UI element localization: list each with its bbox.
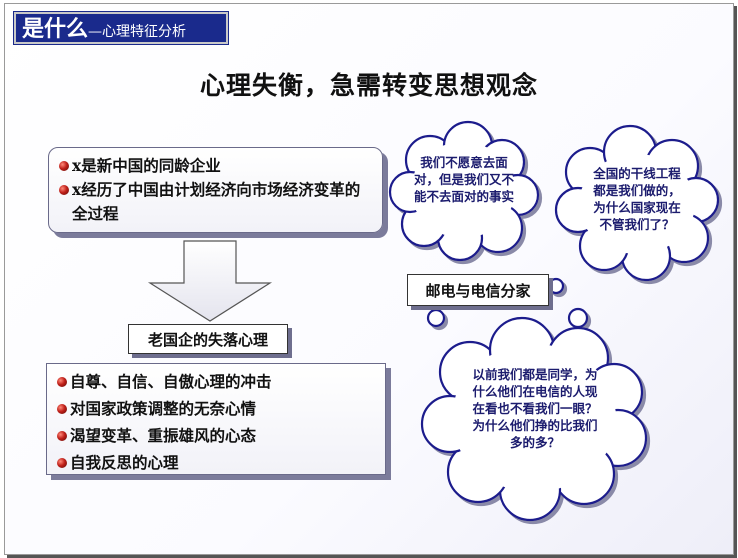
bullet-icon bbox=[57, 458, 67, 468]
list-item: 自尊、自信、自傲心理的冲击 bbox=[57, 368, 375, 395]
list-item-text: 自我反思的心理 bbox=[70, 453, 179, 472]
thought-bubble-1-text: 我们不愿意去面对，但是我们又不能不去面对的事实 bbox=[414, 155, 515, 204]
old-soe-mentality-label: 老国企的失落心理 bbox=[128, 324, 288, 354]
list-item-text: 渴望变革、重振雄风的心态 bbox=[70, 426, 257, 445]
list-item: x是新中国的同龄企业 bbox=[59, 154, 372, 178]
list-item: x经历了中国由计划经济向市场经济变革的全过程 bbox=[59, 178, 372, 226]
bullet-icon bbox=[57, 404, 67, 414]
bullet-icon bbox=[57, 377, 67, 387]
thought-bubble-3-text: 以前我们都是同学，为什么他们在电信的人现在看也不看我们一眼？为什么他们挣的比我们… bbox=[472, 367, 598, 450]
enterprise-background-box: x是新中国的同龄企业 x经历了中国由计划经济向市场经济变革的全过程 bbox=[48, 147, 383, 233]
header-sub: —心理特征分析 bbox=[88, 24, 187, 40]
list-item-text: x是新中国的同龄企业 bbox=[72, 156, 221, 175]
list-item-text: 对国家政策调整的无奈心情 bbox=[70, 399, 257, 418]
thought-bubble-2-text: 全国的干线工程都是我们做的，为什么国家现在不管我们了？ bbox=[593, 166, 681, 232]
down-arrow-icon bbox=[147, 240, 273, 322]
bullet-icon bbox=[57, 431, 67, 441]
split-label: 邮电与电信分家 bbox=[407, 274, 549, 306]
page-title: 心理失衡，急需转变思想观念 bbox=[199, 71, 538, 100]
list-item: 对国家政策调整的无奈心情 bbox=[57, 395, 375, 422]
bullet-icon bbox=[59, 185, 69, 195]
section-header: 是什么 —心理特征分析 bbox=[14, 12, 228, 44]
list-item: 渴望变革、重振雄风的心态 bbox=[57, 422, 375, 449]
mentality-list-box: 自尊、自信、自傲心理的冲击 对国家政策调整的无奈心情 渴望变革、重振雄风的心态 … bbox=[46, 363, 386, 475]
list-item-text: 自尊、自信、自傲心理的冲击 bbox=[70, 372, 272, 391]
list-item-text: x经历了中国由计划经济向市场经济变革的全过程 bbox=[72, 180, 361, 223]
list-item: 自我反思的心理 bbox=[57, 449, 375, 476]
header-main: 是什么 bbox=[22, 16, 89, 42]
bullet-icon bbox=[59, 161, 69, 171]
